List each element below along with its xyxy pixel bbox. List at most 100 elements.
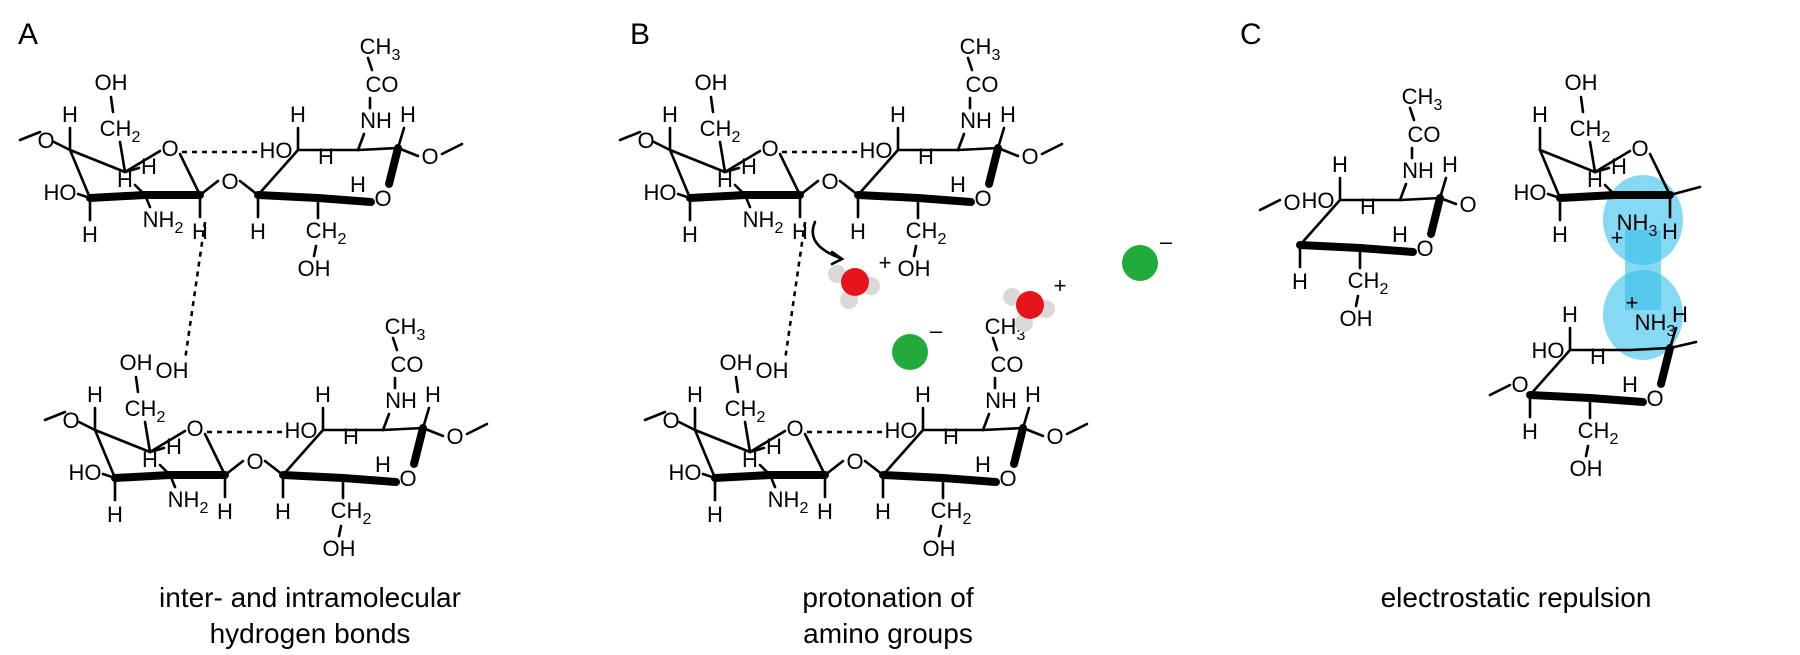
hydroxyl-group: HO (285, 418, 318, 443)
oxygen-atom (1016, 291, 1044, 319)
carbonyl-group: CO (391, 352, 424, 377)
bond (337, 524, 343, 538)
panel-label-c: C (1240, 18, 1262, 51)
caption-b-line1: protonation of (802, 582, 974, 613)
methyl-group: CH3 (360, 34, 401, 64)
bond (1668, 326, 1678, 350)
bond (803, 432, 827, 477)
glycosidic-oxygen: O (821, 169, 838, 194)
glycosidic-oxygen: O (1021, 144, 1038, 169)
bond (912, 244, 918, 258)
bond (366, 56, 374, 72)
hydroxyl-group: OH (1570, 456, 1603, 481)
carbonyl-group: CO (966, 72, 999, 97)
bond (939, 474, 1000, 486)
bond (312, 244, 318, 258)
bond (1603, 183, 1617, 197)
bond (314, 194, 375, 206)
bond (1588, 140, 1597, 174)
glycosidic-oxygen: O (221, 169, 238, 194)
ring-oxygen: O (786, 416, 803, 441)
hydroxyl-group: HO (669, 460, 702, 485)
hydrogen: H (915, 382, 931, 407)
ring-oxygen: O (999, 466, 1016, 491)
hydroxyl-group: OH (720, 350, 753, 375)
positive-charge: + (1054, 273, 1067, 298)
hydrogen: H (1392, 222, 1408, 247)
hydrogen: H (742, 447, 758, 472)
hydroxyl-group: OH (923, 536, 956, 561)
hydrogen: H (950, 172, 966, 197)
bond (101, 472, 117, 480)
bond (279, 471, 347, 482)
bond (1021, 406, 1031, 430)
hydrogen: H (141, 154, 157, 179)
hydrogen: H (850, 219, 866, 244)
ring-oxygen: O (1631, 136, 1648, 161)
bond (856, 148, 900, 197)
bond (148, 446, 166, 454)
bond (93, 428, 152, 454)
bond (981, 412, 991, 432)
hydroxyl-group: OH (695, 70, 728, 95)
bond (734, 375, 740, 394)
bond (914, 194, 975, 206)
ring-oxygen: O (761, 136, 778, 161)
bond (391, 336, 399, 352)
hydrogen: H (741, 154, 757, 179)
bond (118, 140, 127, 174)
hydrogen: H (375, 452, 391, 477)
bond (133, 183, 147, 197)
negative-charge: – (1160, 229, 1173, 254)
hydrogen: H (1292, 269, 1308, 294)
bond (981, 426, 1025, 432)
ring-oxygen: O (1416, 236, 1433, 261)
positive-charge: + (1611, 225, 1624, 250)
repulsion-glow (1625, 230, 1661, 310)
hydroxyl-group: HO (69, 460, 102, 485)
bond (1526, 391, 1594, 402)
bond (937, 524, 943, 538)
hydronium-ion (828, 265, 880, 309)
amino-group: NH2 (768, 487, 809, 517)
bond (198, 179, 220, 197)
bond (256, 148, 300, 197)
bond (652, 140, 672, 152)
amide-nh: NH (960, 108, 992, 133)
amino-group: NH2 (743, 207, 784, 237)
carbonyl-group: CO (1408, 122, 1441, 147)
bond (668, 148, 692, 200)
bond (618, 130, 642, 142)
bond (1586, 394, 1647, 406)
bond (677, 420, 697, 432)
glycosidic-oxygen: O (1283, 190, 1300, 215)
hydroxyl-group: HO (860, 138, 893, 163)
carbonyl-group: CO (366, 72, 399, 97)
bond (43, 410, 67, 422)
ch2-group: CH2 (906, 218, 947, 248)
bond (693, 428, 717, 480)
hydrogen: H (1025, 382, 1041, 407)
amide-nh: NH (985, 388, 1017, 413)
glycosidic-oxygen: O (662, 408, 679, 433)
glycosidic-oxygen: O (421, 144, 438, 169)
bond (111, 471, 174, 482)
bond (1438, 196, 1458, 206)
bond (381, 412, 391, 432)
bond (1546, 192, 1562, 200)
hydroxyl-group: HO (44, 180, 77, 205)
amide-nh: NH (1402, 158, 1434, 183)
bond (693, 428, 752, 454)
bond (758, 463, 772, 477)
bond (465, 422, 489, 436)
caption-c-line1: electrostatic repulsion (1380, 582, 1652, 613)
bond (158, 463, 172, 477)
ch2-group: CH2 (306, 218, 347, 248)
hydrogen-bond (783, 221, 807, 361)
bond (1010, 424, 1027, 468)
hydrogen: H (87, 382, 103, 407)
bond (854, 191, 922, 202)
bond (1398, 182, 1408, 202)
